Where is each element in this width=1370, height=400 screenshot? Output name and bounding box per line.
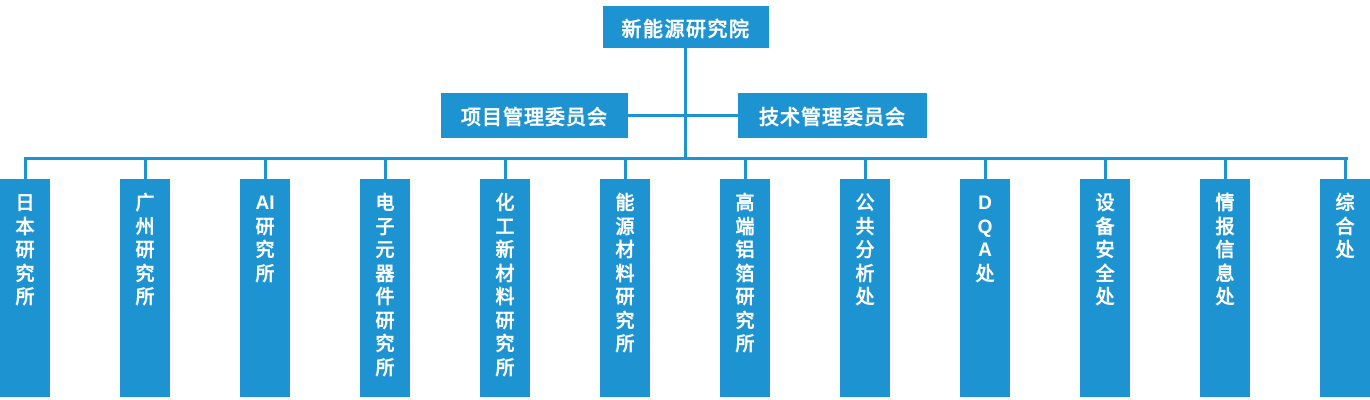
- department-node: 电 子 元 器 件 研 究 所: [360, 157, 410, 398]
- connector-departments-bus: [24, 157, 1348, 160]
- department-connector-stub: [863, 157, 867, 179]
- department-node: 广 州 研 究 所: [120, 157, 170, 398]
- department-node: 能 源 材 料 研 究 所: [600, 157, 650, 398]
- department-node: 高 端 铝 箔 研 究 所: [720, 157, 770, 398]
- department-label: 高 端 铝 箔 研 究 所: [720, 179, 770, 397]
- department-connector-stub: [1103, 157, 1107, 179]
- committee-node-technology-management: 技术管理委员会: [738, 93, 927, 138]
- department-connector-stub: [623, 157, 627, 179]
- connector-root-vertical: [684, 48, 687, 158]
- department-connector-stub: [503, 157, 507, 179]
- department-node: 综 合 处: [1320, 157, 1370, 398]
- department-node: 化 工 新 材 料 研 究 所: [480, 157, 530, 398]
- committee-node-project-management: 项目管理委员会: [441, 93, 628, 138]
- department-node: D Q A 处: [960, 157, 1010, 398]
- department-connector-stub: [983, 157, 987, 179]
- department-label: 电 子 元 器 件 研 究 所: [360, 179, 410, 397]
- department-label: 公 共 分 析 处: [840, 179, 890, 397]
- department-label: 能 源 材 料 研 究 所: [600, 179, 650, 397]
- department-label: 设 备 安 全 处: [1080, 179, 1130, 397]
- org-root-node: 新能源研究院: [603, 6, 769, 48]
- department-label: 日 本 研 究 所: [0, 179, 50, 397]
- department-connector-stub: [23, 157, 27, 179]
- connector-committees-horizontal: [628, 114, 738, 117]
- department-node: 设 备 安 全 处: [1080, 157, 1130, 398]
- department-node: 日 本 研 究 所: [0, 157, 50, 398]
- department-connector-stub: [1223, 157, 1227, 179]
- department-connector-stub: [1343, 157, 1347, 179]
- department-label: D Q A 处: [960, 179, 1010, 397]
- department-label: AI 研 究 所: [240, 179, 290, 397]
- department-label: 情 报 信 息 处: [1200, 179, 1250, 397]
- department-node: AI 研 究 所: [240, 157, 290, 398]
- department-label: 综 合 处: [1320, 179, 1370, 397]
- department-connector-stub: [143, 157, 147, 179]
- department-connector-stub: [743, 157, 747, 179]
- department-label: 广 州 研 究 所: [120, 179, 170, 397]
- department-label: 化 工 新 材 料 研 究 所: [480, 179, 530, 397]
- department-node: 情 报 信 息 处: [1200, 157, 1250, 398]
- department-connector-stub: [263, 157, 267, 179]
- department-connector-stub: [383, 157, 387, 179]
- department-node: 公 共 分 析 处: [840, 157, 890, 398]
